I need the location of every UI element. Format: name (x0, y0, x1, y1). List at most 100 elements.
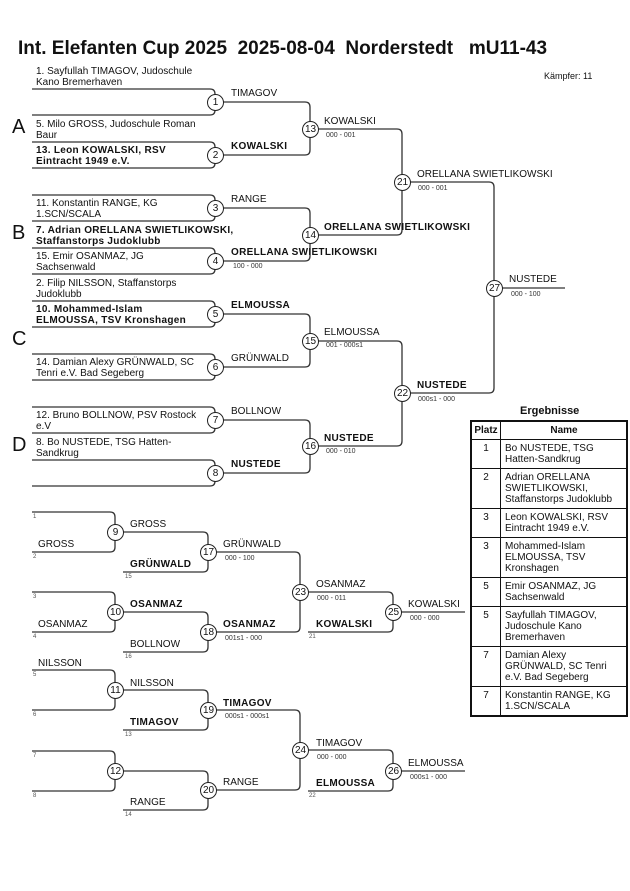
fight-number: 13 (302, 121, 319, 138)
fight-number: 8 (207, 465, 224, 482)
name: Konstantin RANGE, KG 1.SCN/SCALA (505, 690, 611, 712)
name: Sayfullah TIMAGOV, Judoschule Kano Breme… (505, 610, 597, 643)
winner-label: GRÜNWALD (231, 353, 289, 364)
entry: 5. Milo GROSS, Judoschule Roman Baur (36, 119, 196, 141)
name: Adrian ORELLANA SWIETLIKOWSKI, Staffanst… (505, 472, 613, 505)
fight-number: 16 (302, 438, 319, 455)
ref: 13 (125, 732, 132, 738)
name-header: Name (550, 425, 578, 436)
fight-number: 3 (207, 200, 224, 217)
fight-number: 14 (302, 227, 319, 244)
entry: 7. Adrian ORELLANA SWIETLIKOWSKI, Staffa… (36, 225, 234, 247)
score: 100 - 000 (233, 263, 263, 270)
score: 001s1 - 000 (225, 635, 262, 642)
place: 3 (472, 509, 501, 537)
winner-label: GROSS (130, 519, 167, 530)
fight-number: 27 (486, 280, 503, 297)
page-title: Int. Elefanten Cup 2025 2025-08-04 Norde… (18, 38, 548, 59)
entry: 8. Bo NUSTEDE, TSG Hatten-Sandkrug (36, 437, 172, 459)
entry: 12. Bruno BOLLNOW, PSV Rostock e.V (36, 410, 197, 432)
ref: 14 (125, 812, 132, 818)
bracket-connector (32, 459, 216, 487)
winner-label: NUSTEDE (324, 433, 374, 444)
winner-label: RANGE (231, 194, 267, 205)
fight-number: 10 (107, 604, 124, 621)
fighter-count: Kämpfer: 11 (544, 71, 593, 81)
fight-number: 25 (385, 604, 402, 621)
winner-label: BOLLNOW (231, 406, 282, 417)
fight-number: 21 (394, 174, 411, 191)
final-winner: NUSTEDE (509, 274, 557, 285)
winner-label: ELMOUSSA (324, 327, 380, 338)
ref: 1 (33, 514, 37, 520)
winner-label: KOWALSKI (231, 141, 288, 152)
score: 000 - 000 (410, 615, 440, 622)
place: 3 (472, 538, 501, 577)
name: Mohammed-Islam ELMOUSSA, TSV Kronshagen (505, 541, 586, 574)
place-header: Platz (472, 422, 501, 439)
score: 000 - 011 (317, 595, 347, 602)
place: 5 (472, 607, 501, 646)
name-label: TIMAGOV (130, 717, 179, 728)
fight-number: 7 (207, 412, 224, 429)
name-label: KOWALSKI (316, 619, 373, 630)
score: 000s1 - 000 (418, 396, 455, 403)
fight-number: 26 (385, 763, 402, 780)
winner-label: KOWALSKI (408, 599, 460, 610)
score: 000s1 - 000s1 (225, 713, 270, 720)
fight-number: 2 (207, 147, 224, 164)
score: 000 - 100 (511, 291, 541, 298)
winner-label: TIMAGOV (231, 88, 278, 99)
name-label: GRÜNWALD (130, 559, 192, 570)
winner-label: NILSSON (130, 678, 174, 689)
ref: 6 (33, 712, 37, 718)
entry: 14. Damian Alexy GRÜNWALD, SC Tenri e.V.… (36, 357, 195, 379)
bracket-connector (410, 181, 495, 394)
winner-label: KOWALSKI (324, 116, 376, 127)
results-header: Platz Name (472, 422, 626, 440)
fight-number: 5 (207, 306, 224, 323)
name-label: BOLLNOW (130, 639, 181, 650)
winner-label: OSANMAZ (130, 599, 183, 610)
winner-label: TIMAGOV (223, 698, 272, 709)
entry: 10. Mohammed-Islam ELMOUSSA, TSV Kronsha… (36, 304, 186, 326)
ref: 5 (33, 672, 37, 678)
name-label: GROSS (38, 539, 75, 550)
place: 1 (472, 440, 501, 468)
score: 000 - 001 (418, 185, 448, 192)
pool-label-c: C (12, 328, 27, 350)
ref: 21 (309, 634, 316, 640)
name: Bo NUSTEDE, TSG Hatten-Sandkrug (505, 443, 594, 465)
ref: 4 (33, 634, 37, 640)
winner-label: RANGE (223, 777, 259, 788)
place: 7 (472, 687, 501, 715)
name-label: ELMOUSSA (316, 778, 376, 789)
place: 7 (472, 647, 501, 686)
fight-number: 6 (207, 359, 224, 376)
winner-label: ELMOUSSA (231, 300, 291, 311)
ref: 2 (33, 554, 37, 560)
winner-label: ORELLANA SWIETLIKOWSKI (231, 247, 378, 258)
winner-label: ORELLANA SWIETLIKOWSKI (417, 169, 553, 180)
fight-number: 23 (292, 584, 309, 601)
place: 2 (472, 469, 501, 508)
ref: 7 (33, 753, 37, 759)
entry: 13. Leon KOWALSKI, RSV Eintracht 1949 e.… (36, 145, 166, 167)
winner-label: TIMAGOV (316, 738, 363, 749)
score: 000 - 001 (326, 132, 356, 139)
bracket-connector (32, 750, 116, 792)
winner-label: GRÜNWALD (223, 539, 281, 550)
results-title: Ergebnisse (520, 405, 580, 417)
fight-number: 15 (302, 333, 319, 350)
pool-label-b: B (12, 222, 26, 244)
fight-number: 1 (207, 94, 224, 111)
winner-label: NUSTEDE (231, 459, 281, 470)
winner-label: NUSTEDE (417, 380, 467, 391)
fight-number: 4 (207, 253, 224, 270)
